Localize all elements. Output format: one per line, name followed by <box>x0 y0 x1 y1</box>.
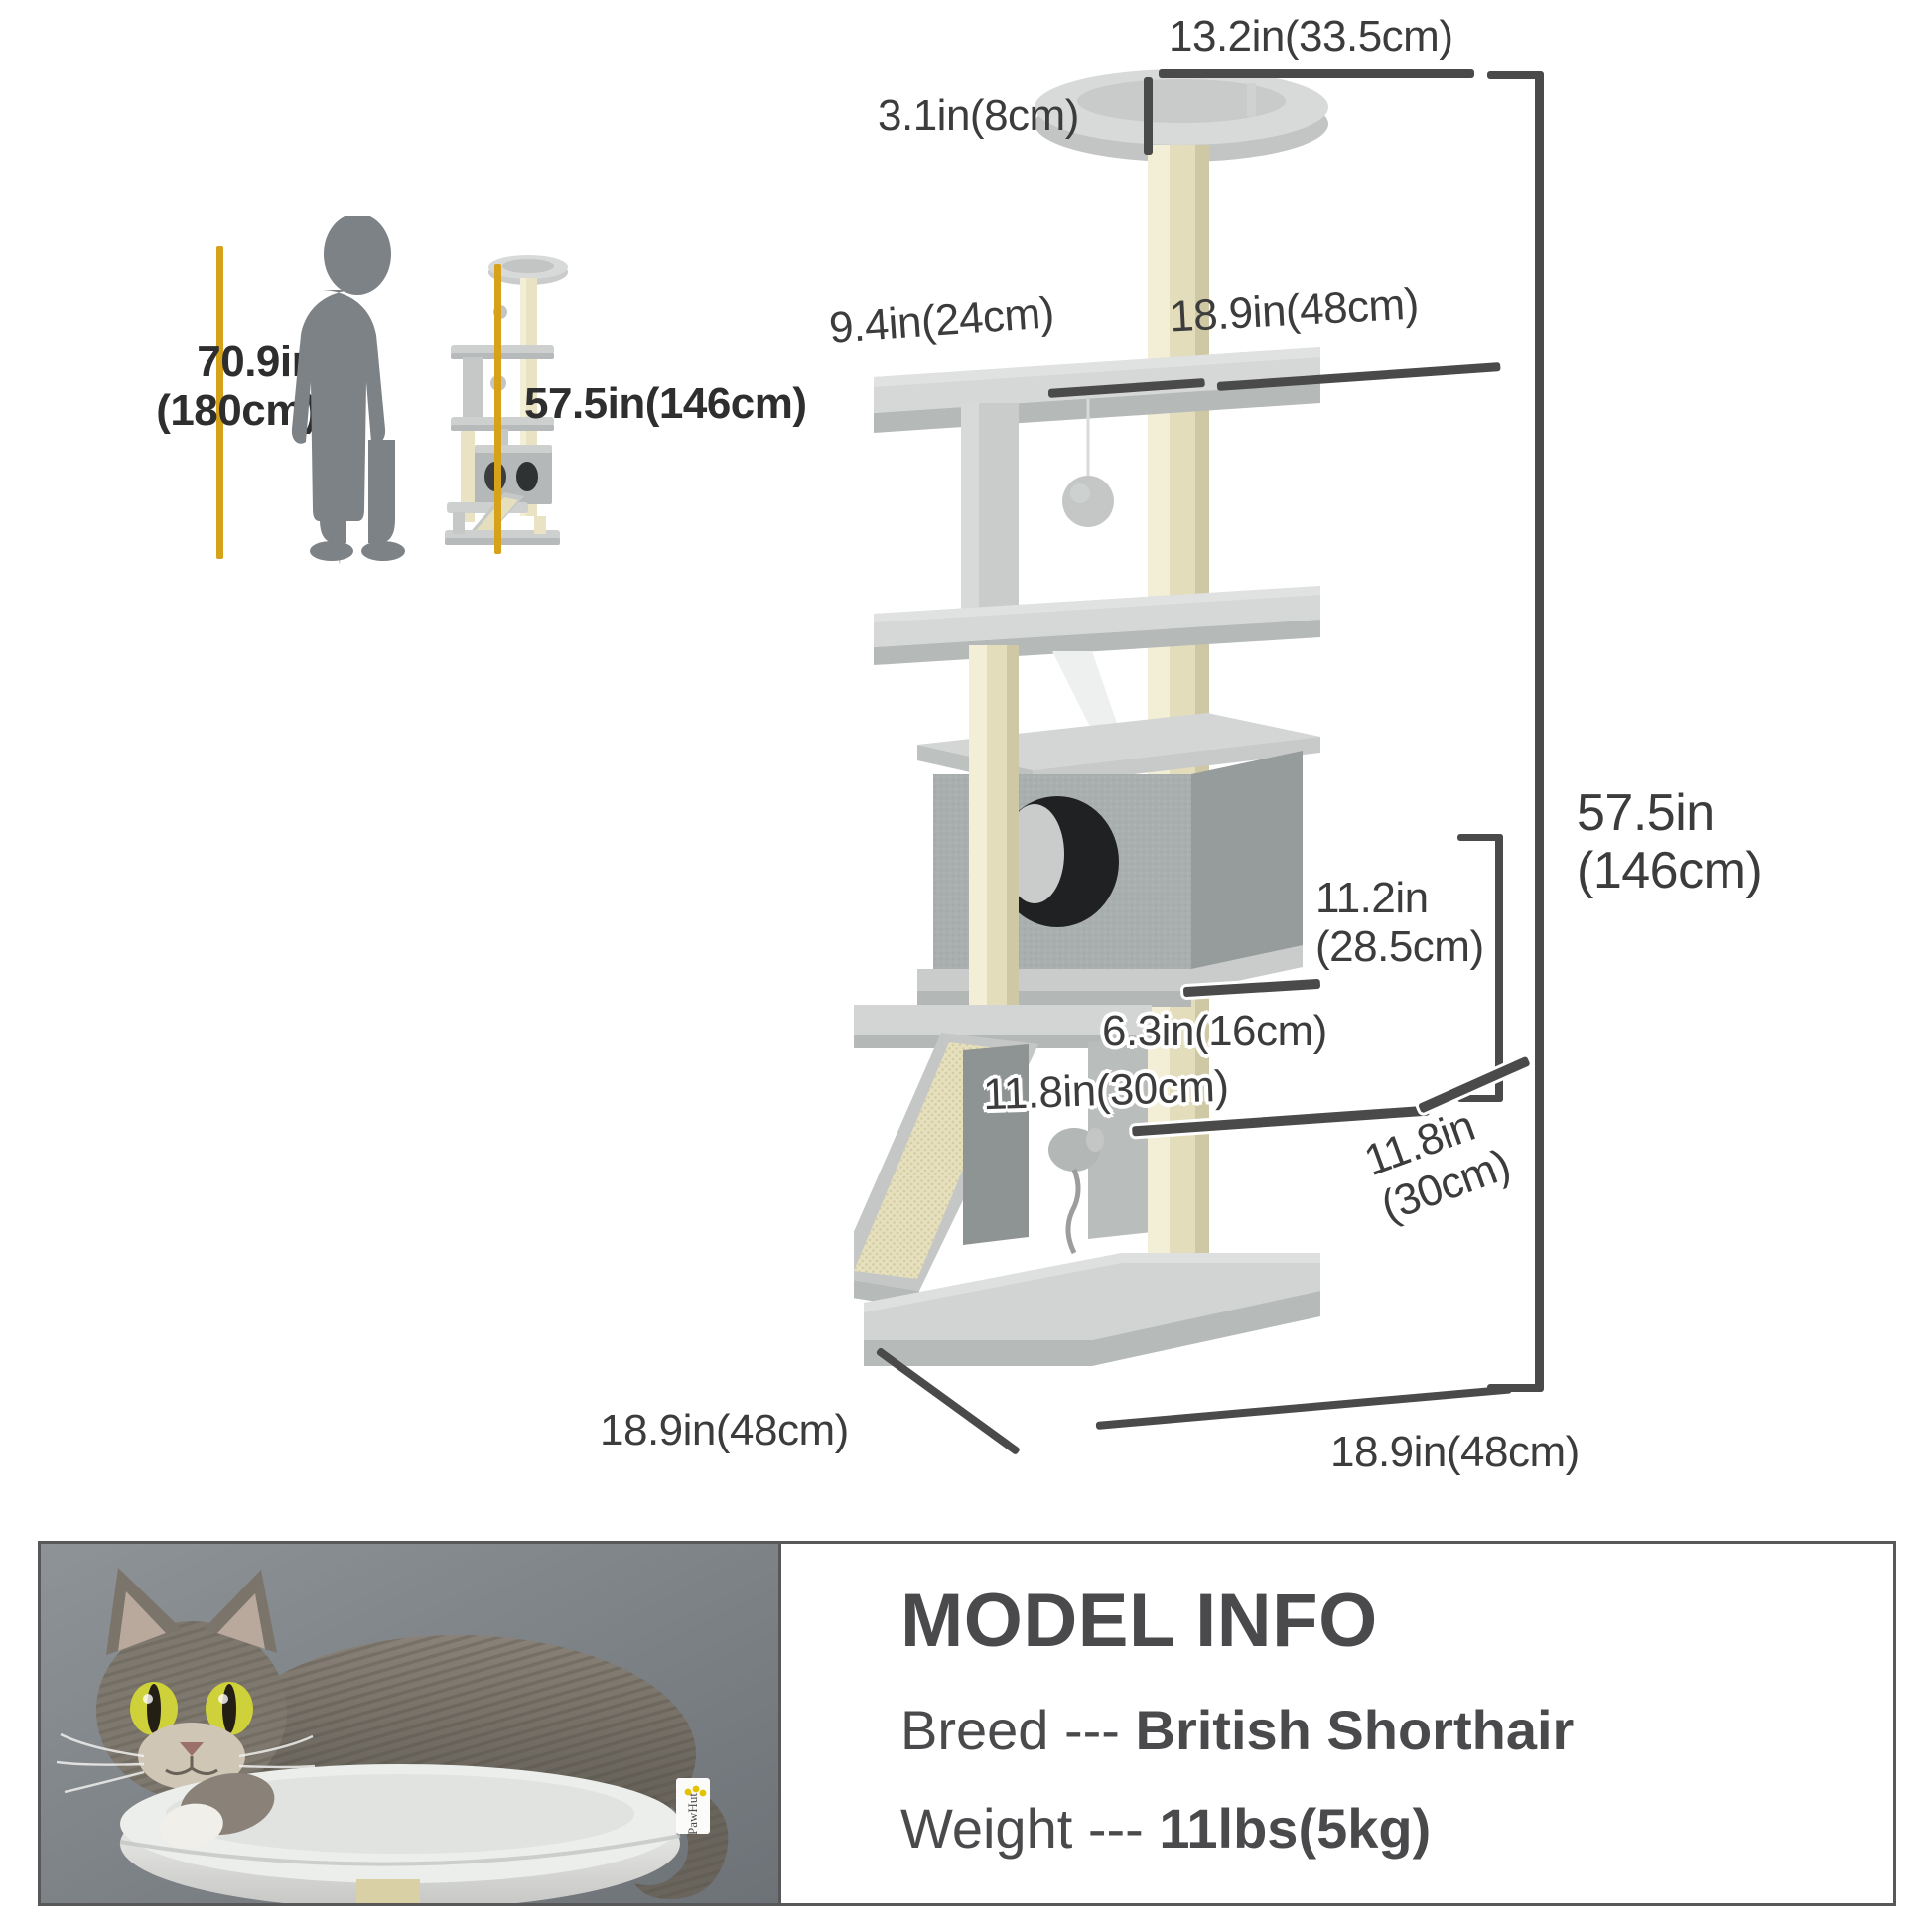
top-perch-height-label: 3.1in(8cm) <box>878 91 1079 140</box>
total-height-cap-bottom <box>1487 1384 1543 1392</box>
total-height-label: 57.5in (146cm) <box>1577 784 1763 900</box>
breed-label: Breed --- <box>900 1699 1120 1761</box>
shelf-middle <box>874 586 1320 665</box>
top-perch-width-tick <box>1159 69 1474 78</box>
condo-height-cap-bottom <box>1457 1095 1503 1102</box>
scale-comparison-group: 70.9in (180cm) <box>149 216 807 566</box>
cat-photo: PawHut <box>41 1544 781 1903</box>
breed-value: British Shorthair <box>1135 1699 1575 1761</box>
model-info-text: MODEL INFO Breed --- British Shorthair W… <box>781 1544 1893 1903</box>
weight-label: Weight --- <box>900 1797 1144 1860</box>
condo-door-label: 6.3in(16cm) <box>1102 1007 1327 1055</box>
cat-tree-main-illustration <box>854 69 1328 1366</box>
cat-tree-thumbnail-icon <box>445 255 568 545</box>
svg-text:PawHut: PawHut <box>685 1793 700 1835</box>
condo-height-rule <box>1495 834 1503 1102</box>
model-info-panel: PawHut MODEL INFO Breed --- British Shor… <box>38 1541 1896 1906</box>
model-info-title: MODEL INFO <box>900 1579 1378 1663</box>
total-height-rule <box>1535 71 1544 1392</box>
spring-mouse-toy <box>1048 1128 1104 1255</box>
top-perch-height-tick <box>1144 77 1153 155</box>
breed-line: Breed --- British Shorthair <box>900 1698 1893 1762</box>
weight-value: 11lbs(5kg) <box>1159 1797 1432 1860</box>
base-depth-label: 18.9in(48cm) <box>600 1406 849 1454</box>
condo-width-label: 11.8in(30cm) <box>982 1061 1230 1120</box>
total-height-cap-top <box>1487 71 1543 79</box>
product-measure-line <box>494 264 501 554</box>
hanging-ball-toy <box>1062 399 1114 527</box>
condo-height-label: 11.2in (28.5cm) <box>1315 874 1484 972</box>
weight-line: Weight --- 11lbs(5kg) <box>900 1796 1893 1861</box>
person-silhouette-icon <box>291 216 405 564</box>
condo-height-cap-top <box>1457 834 1503 841</box>
base-width-label: 18.9in(48cm) <box>1330 1428 1580 1476</box>
base-board <box>864 1253 1320 1366</box>
brand-tag: PawHut <box>676 1778 710 1835</box>
top-perch-width-label: 13.2in(33.5cm) <box>1169 12 1453 61</box>
product-height-label: 57.5in(146cm) <box>524 379 807 428</box>
top-perch <box>1035 69 1328 162</box>
human-measure-line <box>216 246 223 559</box>
